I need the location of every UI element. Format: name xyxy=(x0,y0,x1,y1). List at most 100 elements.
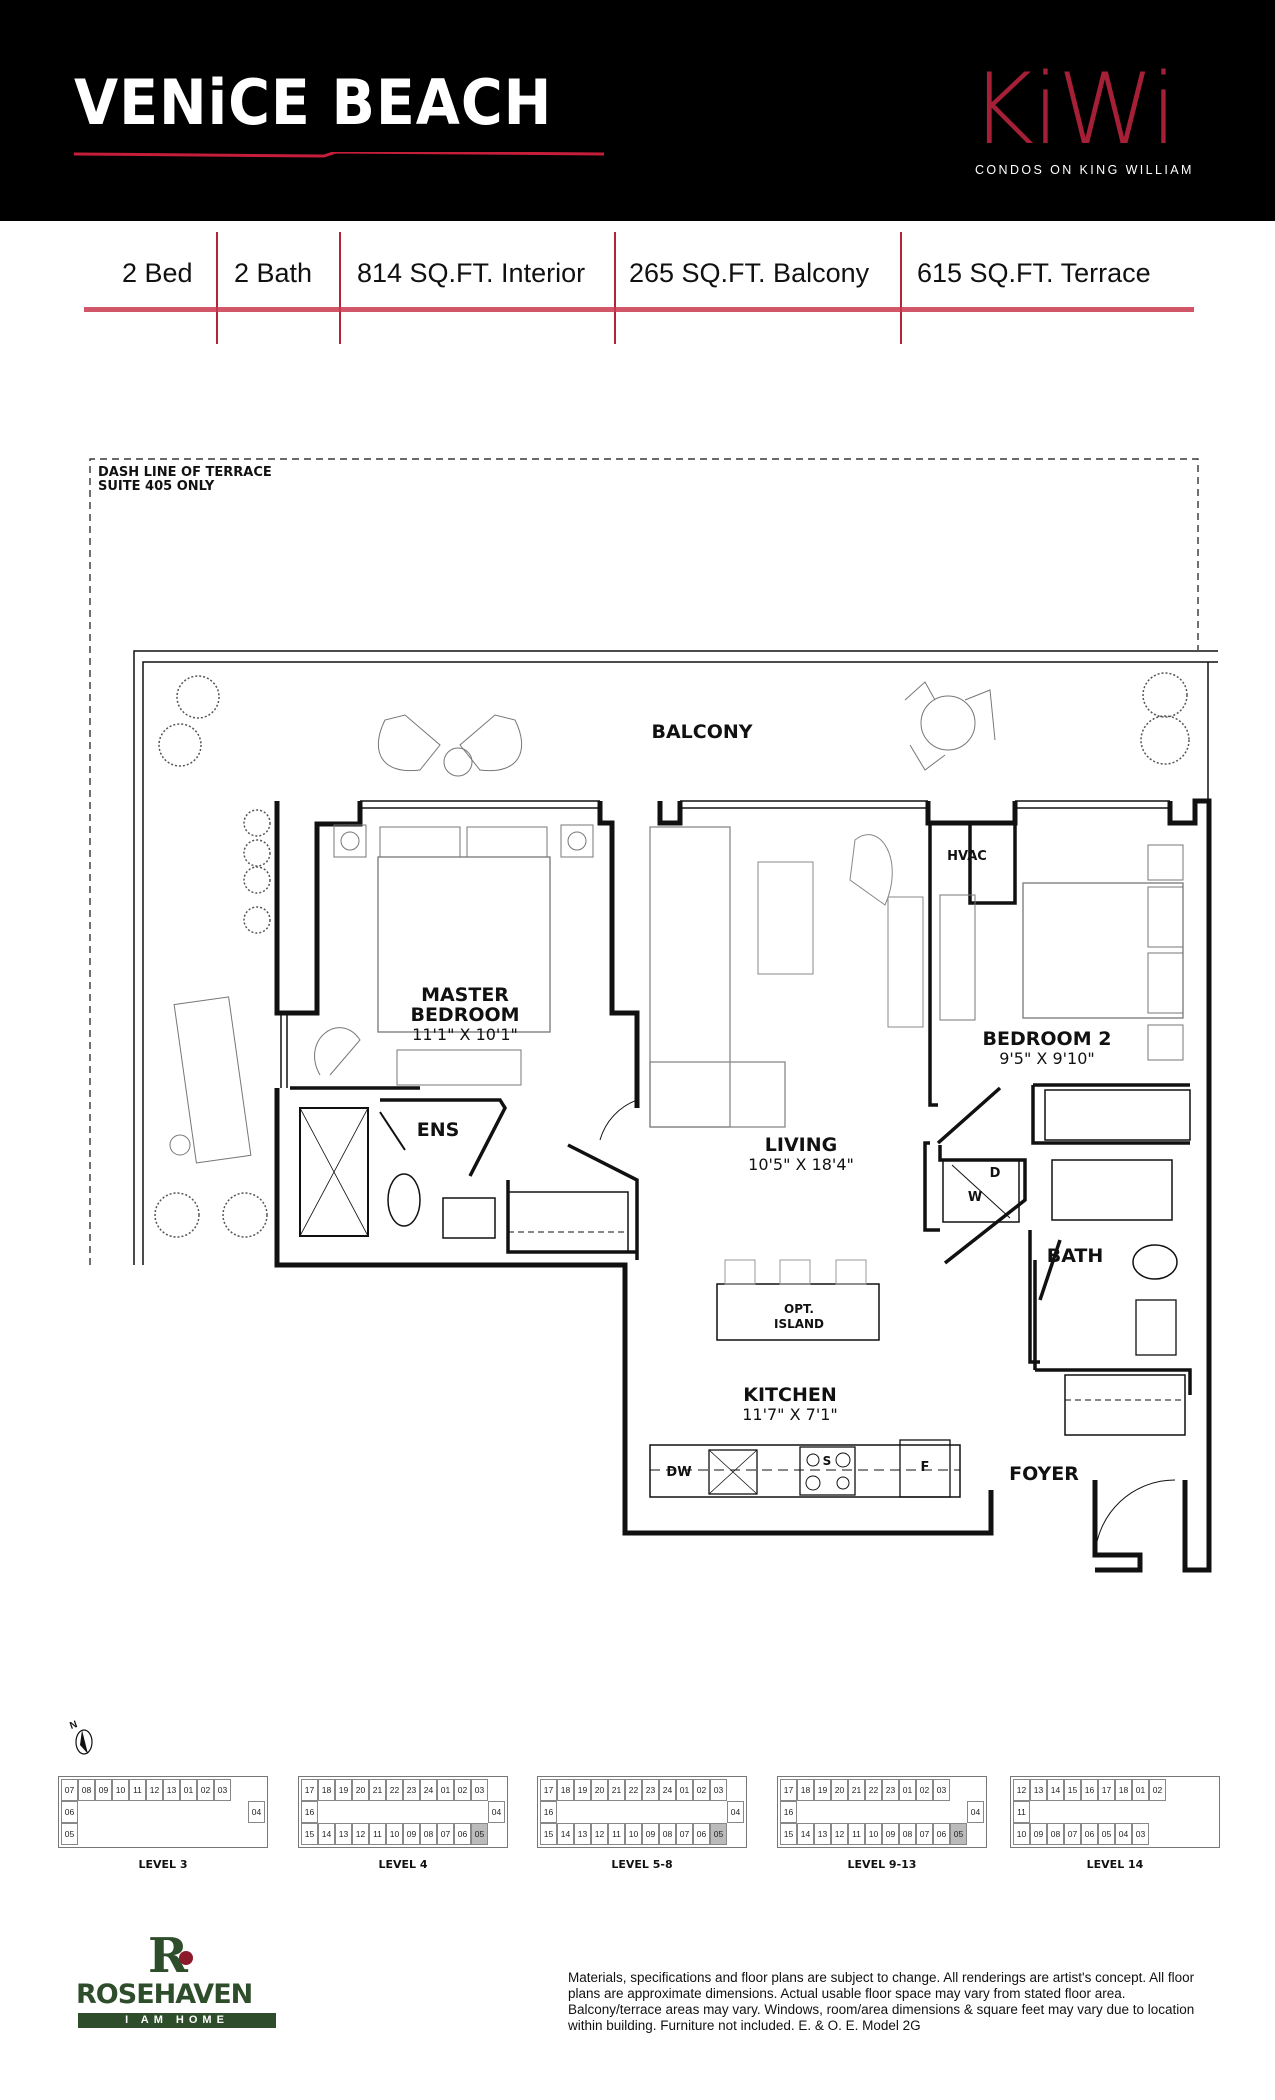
key-plan-unit: 12 xyxy=(591,1823,608,1845)
key-plan-unit: 24 xyxy=(659,1779,676,1801)
key-plan-unit: 21 xyxy=(608,1779,625,1801)
master-bed xyxy=(377,856,551,1033)
key-plan-row: 05 xyxy=(61,1823,265,1845)
key-plan-unit: 15 xyxy=(780,1823,797,1845)
key-plan-unit: 18 xyxy=(1115,1779,1132,1801)
key-plan-unit: 04 xyxy=(727,1801,744,1823)
spec-baths: 2 Bath xyxy=(234,258,313,288)
key-plan-unit: 11 xyxy=(1013,1801,1030,1823)
key-plan-label: LEVEL 9-13 xyxy=(847,1858,917,1871)
key-plan-unit: 13 xyxy=(574,1823,591,1845)
key-plan-label: LEVEL 4 xyxy=(378,1858,428,1871)
key-plan-unit: 13 xyxy=(163,1779,180,1801)
key-plan-unit: 04 xyxy=(1115,1823,1132,1845)
key-plan-unit: 23 xyxy=(882,1779,899,1801)
key-plan-unit: 16 xyxy=(301,1801,318,1823)
key-plan-unit: 12 xyxy=(146,1779,163,1801)
north-compass-icon xyxy=(75,1729,93,1755)
key-plan-unit: 10 xyxy=(386,1823,403,1845)
bedroom2-closet xyxy=(1044,1089,1191,1141)
header-banner xyxy=(0,0,1275,221)
key-plan-unit: 05 xyxy=(1098,1823,1115,1845)
spec-divider xyxy=(614,232,616,344)
room-label-foyer: FOYER xyxy=(1009,1463,1079,1485)
key-plan-unit: 09 xyxy=(95,1779,112,1801)
key-plan-unit: 24 xyxy=(420,1779,437,1801)
room-dim-master: 11'1" X 10'1" xyxy=(412,1025,518,1044)
key-plan-unit: 23 xyxy=(642,1779,659,1801)
key-plan-label: LEVEL 14 xyxy=(1086,1858,1144,1871)
key-plan-unit: 07 xyxy=(61,1779,78,1801)
key-plan-unit: 15 xyxy=(540,1823,557,1845)
bathtub xyxy=(1051,1159,1173,1221)
spec-beds: 2 Bed xyxy=(122,258,193,288)
key-plan-unit: 02 xyxy=(693,1779,710,1801)
key-plan-unit: 12 xyxy=(831,1823,848,1845)
key-plan-unit: 02 xyxy=(1149,1779,1166,1801)
disclaimer-text: Materials, specifications and floor plan… xyxy=(568,1970,1195,2033)
brand-logo: KiWi xyxy=(970,53,1177,167)
key-plan-unit: 06 xyxy=(933,1823,950,1845)
interior-walls xyxy=(290,823,1192,1395)
key-plan-unit: 13 xyxy=(814,1823,831,1845)
logo-tagline: I AM HOME xyxy=(78,2013,276,2028)
bedroom2-bed xyxy=(1022,882,1184,1019)
key-plan-unit: 01 xyxy=(899,1779,916,1801)
key-plan-label: LEVEL 3 xyxy=(138,1858,188,1871)
terrace-note: DASH LINE OF TERRACE SUITE 405 ONLY xyxy=(98,466,272,494)
key-plan-unit: 14 xyxy=(797,1823,814,1845)
key-plan-unit: 18 xyxy=(797,1779,814,1801)
room-label-kitchen: KITCHEN xyxy=(743,1384,837,1406)
key-plan-unit: 09 xyxy=(882,1823,899,1845)
shower xyxy=(299,1107,369,1237)
room-dim-bedroom2: 9'5" X 9'10" xyxy=(999,1049,1095,1068)
logo-name: ROSEHAVEN xyxy=(76,1979,253,2010)
key-plan-unit: 04 xyxy=(488,1801,505,1823)
planter-trees xyxy=(154,672,1190,1238)
room-dim-kitchen: 11'7" X 7'1" xyxy=(742,1405,838,1424)
master-closet xyxy=(507,1191,629,1253)
key-plan-unit: 16 xyxy=(1081,1779,1098,1801)
spec-divider xyxy=(339,232,341,344)
label-fridge: F xyxy=(920,1460,930,1475)
spec-divider xyxy=(900,232,902,344)
key-plan-unit: 04 xyxy=(967,1801,984,1823)
key-plan-unit: 02 xyxy=(454,1779,471,1801)
key-plan-unit: 19 xyxy=(814,1779,831,1801)
label-washer: W xyxy=(967,1190,983,1205)
key-plan-unit: 05 xyxy=(710,1823,727,1845)
key-plan-unit: 18 xyxy=(318,1779,335,1801)
key-plan-unit: 21 xyxy=(369,1779,386,1801)
key-plan-unit: 15 xyxy=(301,1823,318,1845)
key-plan-unit: 07 xyxy=(1064,1823,1081,1845)
key-plan-unit: 08 xyxy=(659,1823,676,1845)
key-plan-unit: 13 xyxy=(335,1823,352,1845)
spec-terrace: 615 SQ.FT. Terrace xyxy=(917,258,1151,288)
key-plan-unit: 03 xyxy=(471,1779,488,1801)
key-plan-unit: 14 xyxy=(318,1823,335,1845)
room-dim-living: 10'5" X 18'4" xyxy=(748,1155,854,1174)
key-plan-label: LEVEL 5-8 xyxy=(611,1858,673,1871)
bath-toilet xyxy=(1132,1244,1178,1280)
spec-divider xyxy=(216,232,218,344)
label-dryer: D xyxy=(989,1166,1001,1181)
key-plan-unit: 14 xyxy=(1047,1779,1064,1801)
key-plan-unit: 08 xyxy=(1047,1823,1064,1845)
room-label-ensuite: ENS xyxy=(416,1119,460,1141)
master-desk xyxy=(396,1049,522,1086)
spec-underline xyxy=(84,307,1194,312)
living-door xyxy=(599,1099,638,1141)
room-label-balcony: BALCONY xyxy=(651,721,753,743)
entry-door xyxy=(1094,1479,1176,1556)
key-plan-unit: 14 xyxy=(557,1823,574,1845)
key-plan-unit: 16 xyxy=(780,1801,797,1823)
